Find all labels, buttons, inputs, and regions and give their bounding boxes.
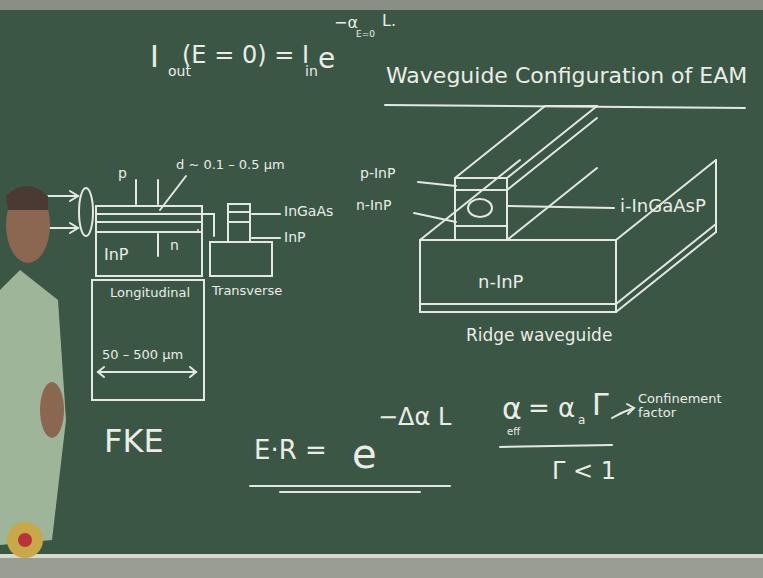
chalk-label: (E = 0) = I bbox=[182, 42, 309, 68]
chalk-label: p bbox=[118, 166, 127, 181]
chalk-label: −α bbox=[334, 14, 358, 32]
chalk-label: InP bbox=[284, 230, 305, 245]
chalk-label: Transverse bbox=[212, 284, 282, 298]
board-frame bbox=[0, 0, 763, 10]
chalk-label: InP bbox=[104, 246, 129, 264]
chalk-label: −Δα L bbox=[378, 404, 451, 430]
chalk-label: i-InGaAsP bbox=[620, 196, 706, 216]
chalk-label: d ~ 0.1 – 0.5 μm bbox=[176, 158, 285, 172]
chalk-label: e bbox=[352, 432, 377, 476]
chalk-label: e bbox=[318, 44, 335, 75]
chalk-label: p-InP bbox=[360, 166, 395, 181]
heading-text: Waveguide Configuration of EAM bbox=[386, 64, 747, 88]
chalk-label: L. bbox=[382, 12, 396, 30]
chalk-label: a bbox=[578, 414, 585, 427]
chalk-label: Γ < 1 bbox=[552, 458, 616, 484]
lecturer-figure bbox=[0, 186, 66, 558]
chalk-label: E=0 bbox=[356, 30, 375, 40]
chalk-label: Longitudinal bbox=[110, 286, 190, 300]
chalk-label: α bbox=[502, 392, 522, 425]
chalk-label: InGaAs bbox=[284, 204, 333, 219]
chalk-label: eff bbox=[507, 426, 520, 437]
chalk-label: = α bbox=[528, 394, 575, 423]
chalk-label: in bbox=[305, 64, 318, 79]
chalk-label: n-InP bbox=[356, 198, 391, 213]
chalk-label: n bbox=[170, 238, 179, 253]
chalk-label: n-InP bbox=[478, 272, 523, 292]
chalk-label: Confinement factor bbox=[638, 392, 728, 421]
chalk-tray bbox=[0, 558, 763, 578]
chalk-label: 50 – 500 μm bbox=[102, 348, 183, 362]
chalk-label: FKE bbox=[104, 424, 164, 459]
chalk-label: Γ bbox=[592, 388, 609, 421]
chalk-label: Ridge waveguide bbox=[466, 326, 612, 345]
chalk-label: I bbox=[150, 40, 159, 73]
tray-edge bbox=[0, 554, 763, 558]
chalk-lines bbox=[22, 105, 745, 492]
chalk-label: E·R = bbox=[254, 436, 327, 465]
